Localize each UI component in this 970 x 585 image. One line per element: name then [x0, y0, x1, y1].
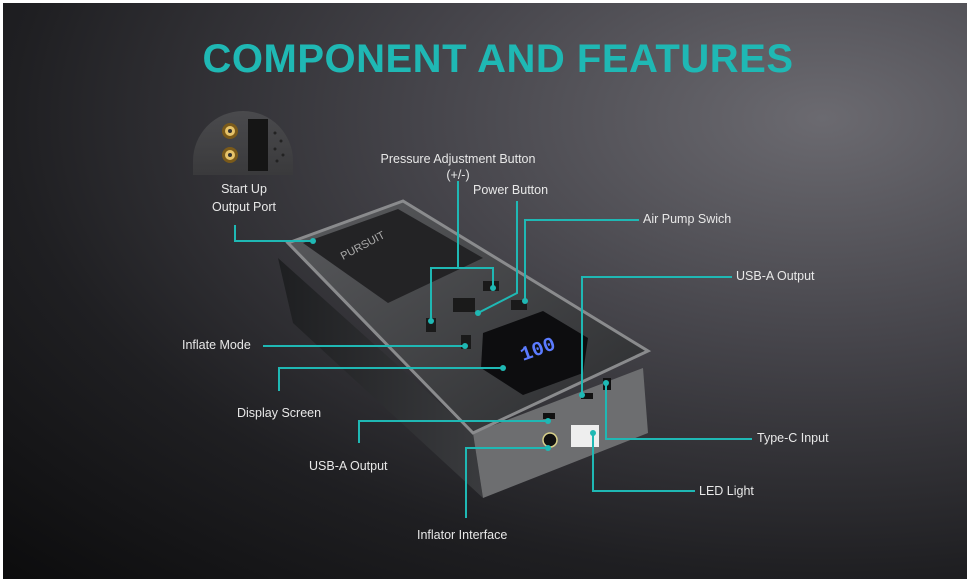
callout-inflator-interface: Inflator Interface	[417, 528, 508, 542]
device-illustration: 100 PURSUIT	[278, 199, 652, 498]
label-line: Start Up	[221, 182, 267, 196]
page-title: COMPONENT AND FEATURES	[202, 37, 794, 81]
label-line: Pressure Adjustment Button	[380, 152, 536, 166]
callout-display-screen: Display Screen	[237, 406, 322, 420]
callout-air-pump-switch: Air Pump Swich	[643, 212, 732, 226]
label-line: Output Port	[212, 200, 276, 214]
callout-type-c-input: Type-C Input	[757, 431, 829, 445]
label-line: (+/-)	[446, 168, 470, 182]
callout-power-button: Power Button	[473, 183, 549, 197]
callout-usb-a-output-top: USB-A Output	[736, 269, 815, 283]
callout-lines	[234, 181, 752, 518]
callout-usb-a-output-bottom: USB-A Output	[309, 459, 388, 473]
callout-start-up-output-port: Start Up Output Port	[189, 180, 299, 216]
callout-inflate-mode: Inflate Mode	[182, 338, 251, 352]
feature-diagram: COMPONENT AND FEATURES 100	[3, 3, 967, 579]
callout-led-light: LED Light	[699, 484, 754, 498]
callout-pressure-adjustment-button: Pressure Adjustment Button (+/-)	[358, 151, 558, 183]
port-closeup-graphic	[222, 119, 285, 171]
